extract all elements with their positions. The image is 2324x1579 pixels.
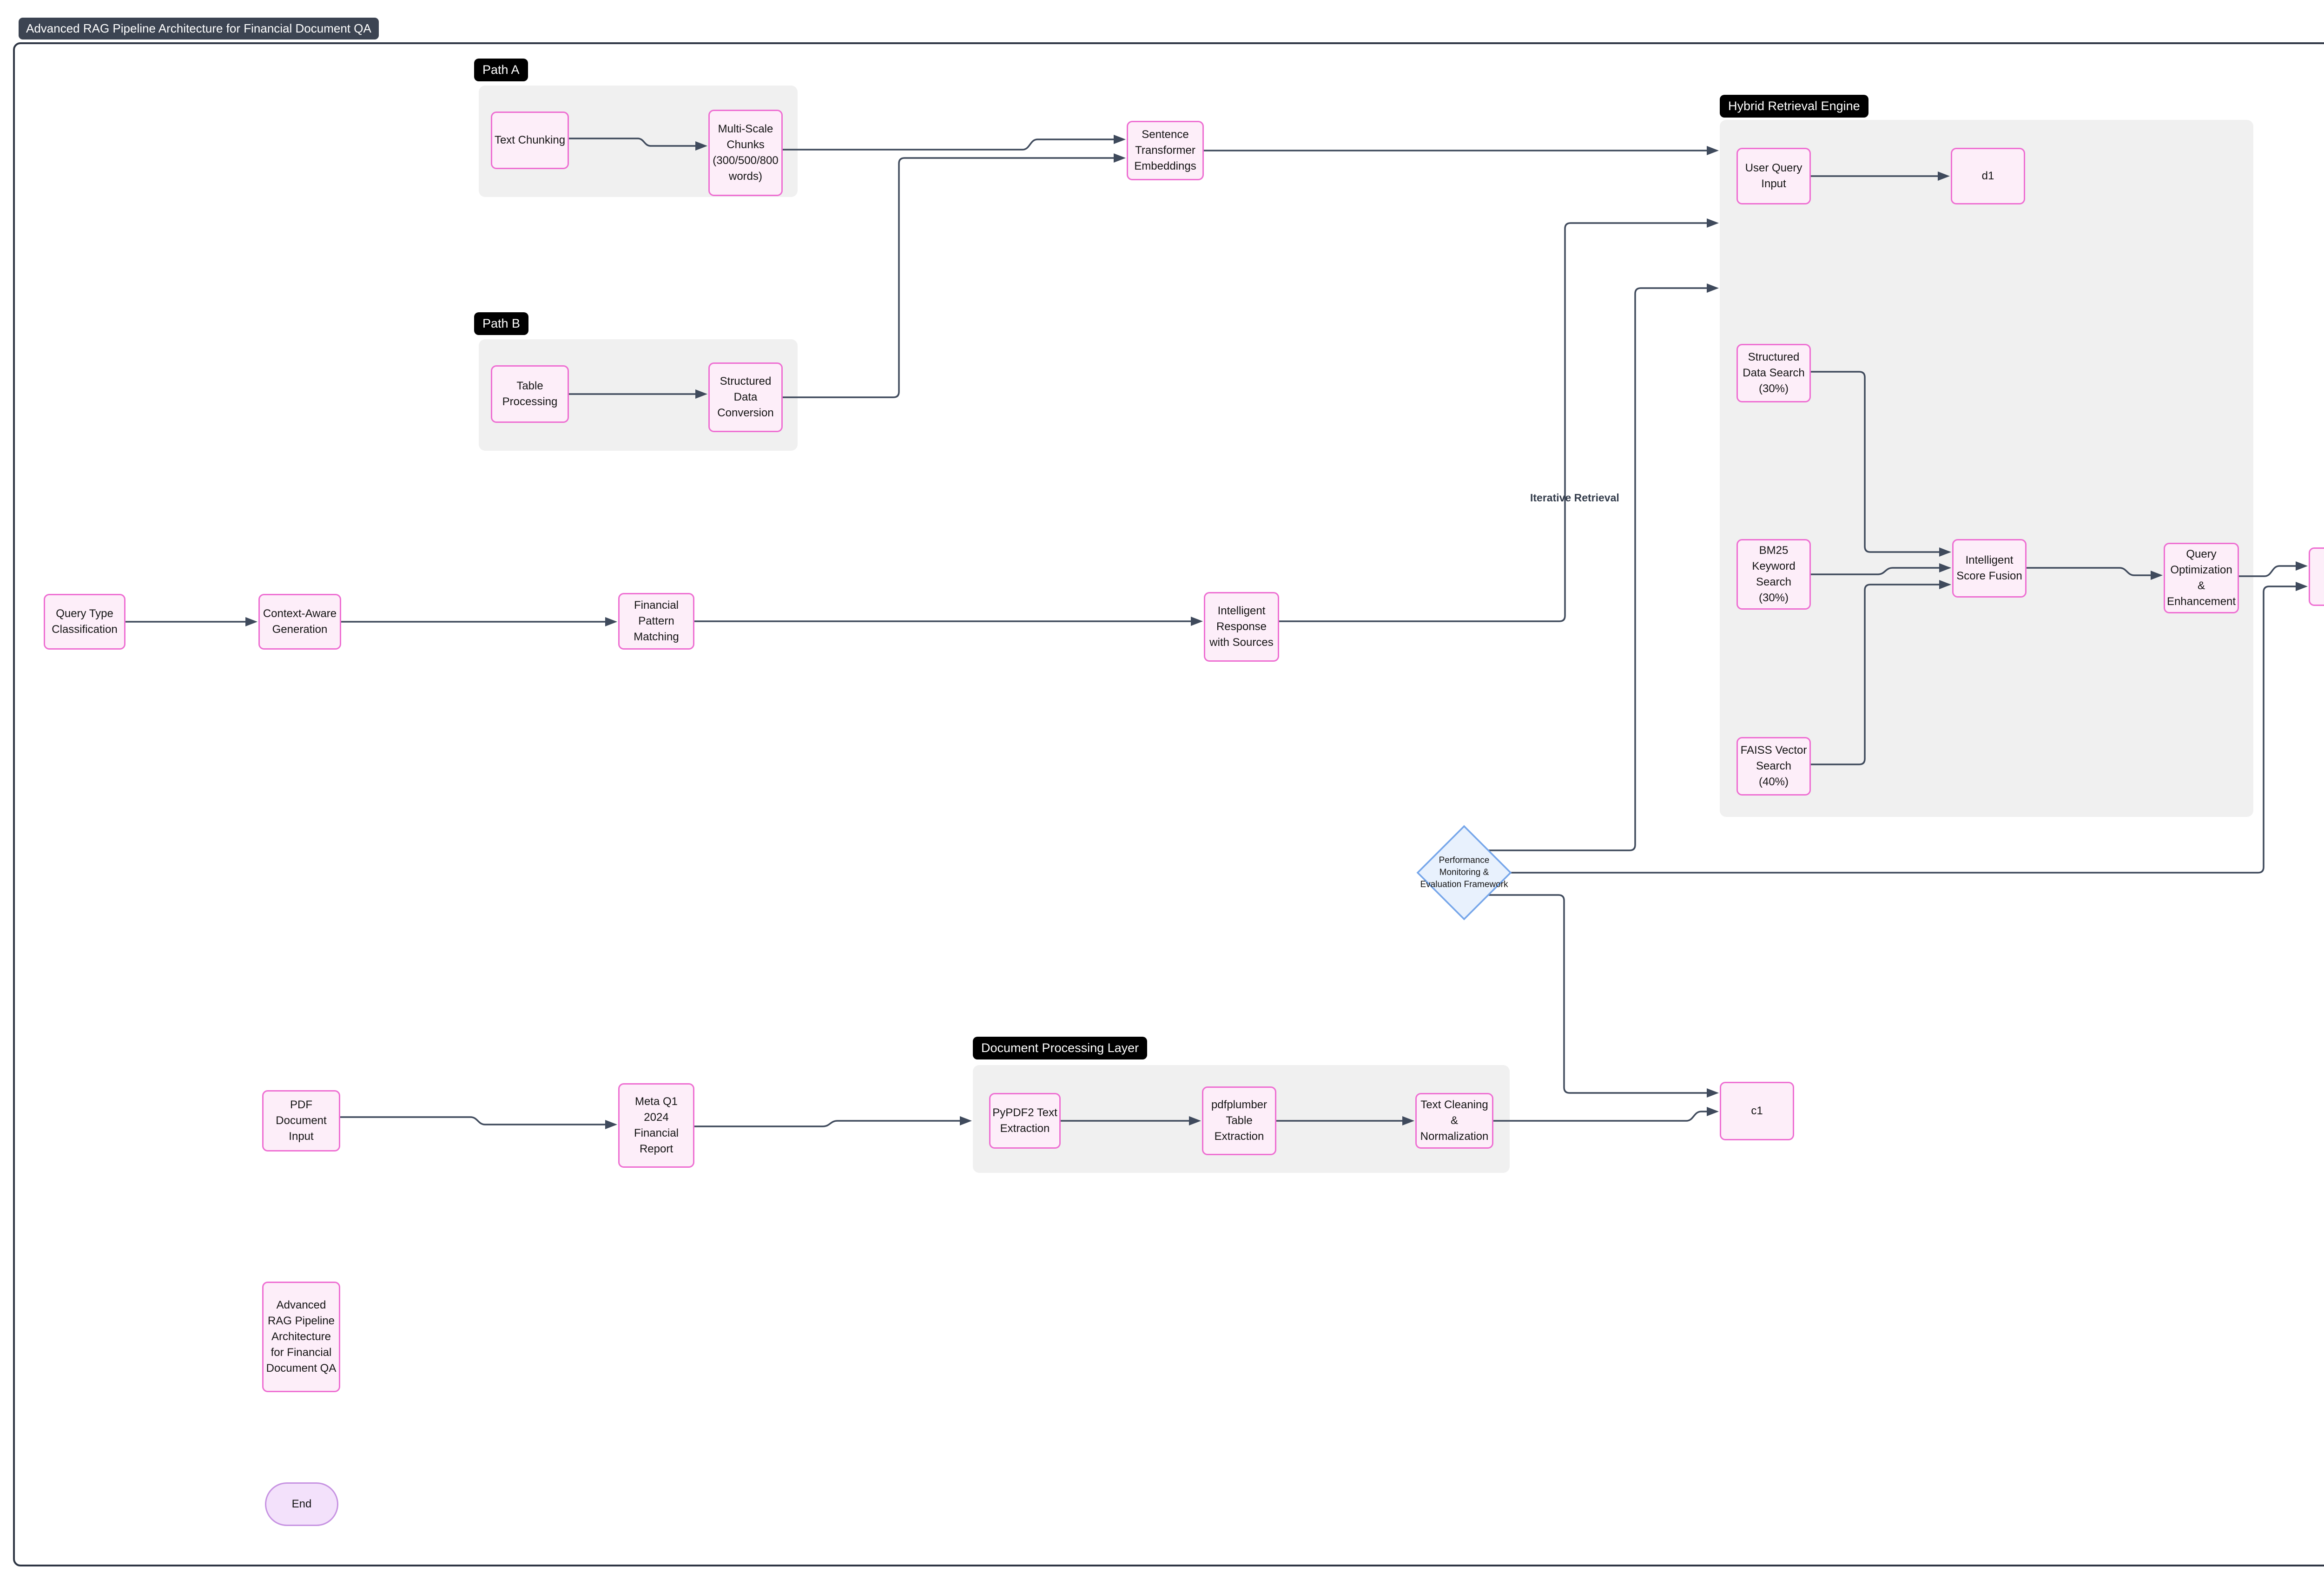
node-pypdf2-extraction: PyPDF2 Text Extraction	[989, 1093, 1061, 1149]
node-multi-scale-chunks: Multi-Scale Chunks (300/500/800 words)	[708, 110, 783, 196]
node-text-chunking: Text Chunking	[491, 112, 569, 169]
edge-performance-to-e1	[1511, 582, 2308, 874]
edge-meta-report-to-document-layer	[694, 1116, 972, 1127]
node-structured-data-conversion: Structured Data Conversion	[708, 362, 783, 432]
edge-bm25-to-score-fusion	[1811, 563, 1951, 575]
node-query-optimization: Query Optimization & Enhancement	[2164, 543, 2239, 613]
node-intelligent-response: Intelligent Response with Sources	[1204, 592, 1279, 662]
node-c1: c1	[1720, 1082, 1794, 1140]
node-financial-pattern-matching: Financial Pattern Matching	[618, 593, 694, 650]
node-e1: e1	[2309, 547, 2324, 606]
node-performance-monitoring: Performance Monitoring & Evaluation Fram…	[1420, 855, 1508, 889]
node-user-query-input: User Query Input	[1736, 148, 1811, 204]
edge-pdf-input-to-meta-report	[340, 1116, 617, 1129]
node-pdf-document-input: PDF Document Input	[262, 1090, 340, 1151]
edge-structured-conversion-to-sentence-transformer	[783, 153, 1126, 398]
node-end: End	[265, 1482, 338, 1526]
subgraph-hybrid-retrieval-engine	[1720, 120, 2253, 817]
edge-structured-search-to-score-fusion	[1811, 371, 1951, 557]
node-intelligent-score-fusion: Intelligent Score Fusion	[1952, 539, 2027, 598]
edge-multi-scale-to-sentence-transformer	[783, 135, 1126, 151]
node-d1: d1	[1951, 148, 2025, 204]
edge-faiss-to-score-fusion	[1811, 580, 1951, 765]
edge-performance-to-hybrid-engine	[1486, 283, 1719, 851]
label-document-processing-layer: Document Processing Layer	[973, 1037, 1148, 1059]
node-bm25-keyword-search: BM25 Keyword Search (30%)	[1736, 539, 1811, 610]
node-structured-data-search: Structured Data Search (30%)	[1736, 344, 1811, 402]
node-faiss-vector-search: FAISS Vector Search (40%)	[1736, 737, 1811, 796]
edge-text-cleaning-to-c1	[1493, 1107, 1719, 1122]
decision-diamond-shape	[1416, 825, 1512, 921]
node-advanced-rag-pipeline: Advanced RAG Pipeline Architecture for F…	[262, 1282, 340, 1392]
label-path-a: Path A	[474, 59, 528, 81]
node-sentence-transformer: Sentence Transformer Embeddings	[1127, 121, 1204, 180]
edge-intelligent-response-to-hybrid-engine-iterative	[1279, 218, 1719, 622]
node-table-processing: Table Processing	[491, 365, 569, 423]
label-hybrid-retrieval-engine: Hybrid Retrieval Engine	[1720, 95, 1868, 118]
edge-performance-to-c1	[1486, 894, 1719, 1098]
edge-query-optimization-to-e1	[2239, 561, 2308, 577]
label-path-b: Path B	[474, 312, 529, 335]
node-text-cleaning: Text Cleaning & Normalization	[1415, 1093, 1493, 1149]
edge-label-iterative-retrieval: Iterative Retrieval	[1530, 492, 1619, 504]
diagram-title: Advanced RAG Pipeline Architecture for F…	[19, 18, 379, 39]
node-context-aware-generation: Context-Aware Generation	[258, 594, 341, 650]
node-query-type-classification: Query Type Classification	[44, 594, 125, 650]
node-meta-q1-report: Meta Q1 2024 Financial Report	[618, 1083, 694, 1168]
node-pdfplumber-extraction: pdfplumber Table Extraction	[1202, 1086, 1276, 1155]
edge-score-fusion-to-query-optimization	[2027, 567, 2163, 580]
edge-text-chunking-to-multi-scale	[569, 138, 707, 151]
